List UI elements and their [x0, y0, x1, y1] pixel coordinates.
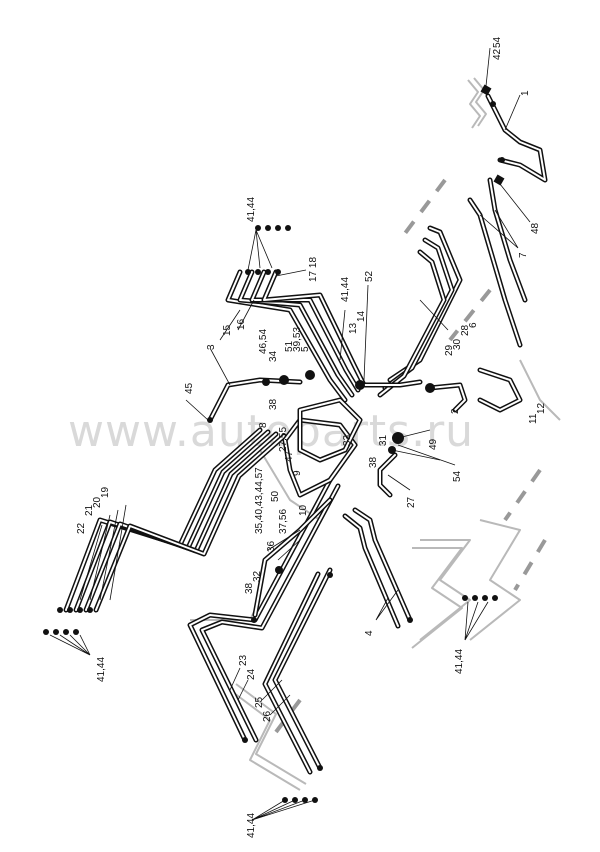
center-manifold: [297, 379, 423, 463]
callout-7: 7: [518, 252, 529, 258]
callout-33: 33: [342, 434, 353, 446]
callout-4: 4: [364, 630, 375, 636]
pipe-15-18: [225, 269, 367, 403]
callout-54-mid: 54: [452, 470, 463, 482]
callout-20: 20: [92, 496, 103, 508]
pipe-36-38: [252, 497, 333, 618]
pipe-9-loop: [282, 417, 358, 498]
callout-16: 16: [236, 318, 247, 330]
callout-10: 10: [298, 504, 309, 516]
pipe-25-26: [262, 567, 333, 775]
callout-27: 27: [406, 496, 417, 508]
callout-25: 25: [254, 696, 265, 708]
callout-35-group: 35,40,43,44,57: [254, 467, 265, 534]
callout-49: 49: [428, 438, 439, 450]
callout-45: 45: [184, 382, 195, 394]
callout-36: 36: [266, 540, 277, 552]
callout-39-53: 39,53: [292, 327, 303, 352]
callout-28: 28: [460, 324, 471, 336]
callout-21: 21: [84, 504, 95, 516]
callout-41-44-b: 41,44: [340, 277, 351, 302]
callout-9: 9: [292, 470, 303, 476]
pipe-2: [427, 382, 468, 413]
pipe-27: [377, 452, 398, 498]
callout-47: 47: [284, 450, 295, 462]
callout-31: 31: [378, 434, 389, 446]
callout-8: 8: [258, 422, 269, 428]
callout-42: 42: [492, 48, 503, 60]
callout-1: 1: [520, 90, 531, 96]
pipe-1: [485, 93, 548, 183]
callout-32: 32: [252, 570, 263, 582]
callout-41-44-d: 41,44: [454, 649, 465, 674]
callout-3: 3: [206, 344, 217, 350]
ghost-frames: [190, 77, 561, 791]
callout-41-44-e: 41,44: [246, 813, 257, 838]
pipe-4: [342, 507, 413, 629]
callout-51: 51: [284, 340, 295, 352]
callout-labels: 54 42 1 48 7 41,44 17 18 41,44 52 14 13 …: [76, 36, 547, 838]
fittings: [43, 84, 505, 803]
callout-15: 15: [222, 324, 233, 336]
callout-24: 24: [246, 668, 257, 680]
callout-38-a: 38: [268, 398, 279, 410]
callout-22: 22: [76, 522, 87, 534]
callout-34: 34: [268, 350, 279, 362]
callout-46-54: 46,54: [258, 329, 269, 354]
callout-38-c: 38: [244, 582, 255, 594]
callout-14: 14: [356, 310, 367, 322]
callout-38-b: 38: [368, 456, 379, 468]
pipe-6-group: [377, 225, 463, 398]
callout-6: 6: [468, 322, 479, 328]
callout-17-18: 17 18: [308, 257, 319, 282]
callout-12: 12: [536, 402, 547, 414]
callout-48: 48: [530, 222, 541, 234]
pipe-23-24: [187, 477, 341, 743]
callout-52: 52: [364, 270, 375, 282]
callout-11: 11: [528, 413, 539, 424]
callout-26: 26: [262, 710, 273, 722]
leader-lines: [49, 47, 531, 821]
callout-41-44-a: 41,44: [246, 197, 257, 222]
callout-30: 30: [452, 338, 463, 350]
pipe-19-22: [63, 427, 287, 613]
callout-2: 2: [450, 408, 461, 414]
callout-41-44-c: 41,44: [96, 657, 107, 682]
callout-27-55: 27,55: [278, 427, 289, 452]
callout-5: 5: [300, 346, 311, 352]
pipe-11-12: [477, 367, 523, 413]
callout-29: 29: [444, 344, 455, 356]
callout-23: 23: [238, 654, 249, 666]
callout-19: 19: [100, 486, 111, 498]
callout-37-56: 37,56: [278, 509, 289, 534]
callout-50: 50: [270, 490, 281, 502]
callout-13: 13: [348, 322, 359, 334]
callout-54-top: 54: [492, 36, 503, 48]
